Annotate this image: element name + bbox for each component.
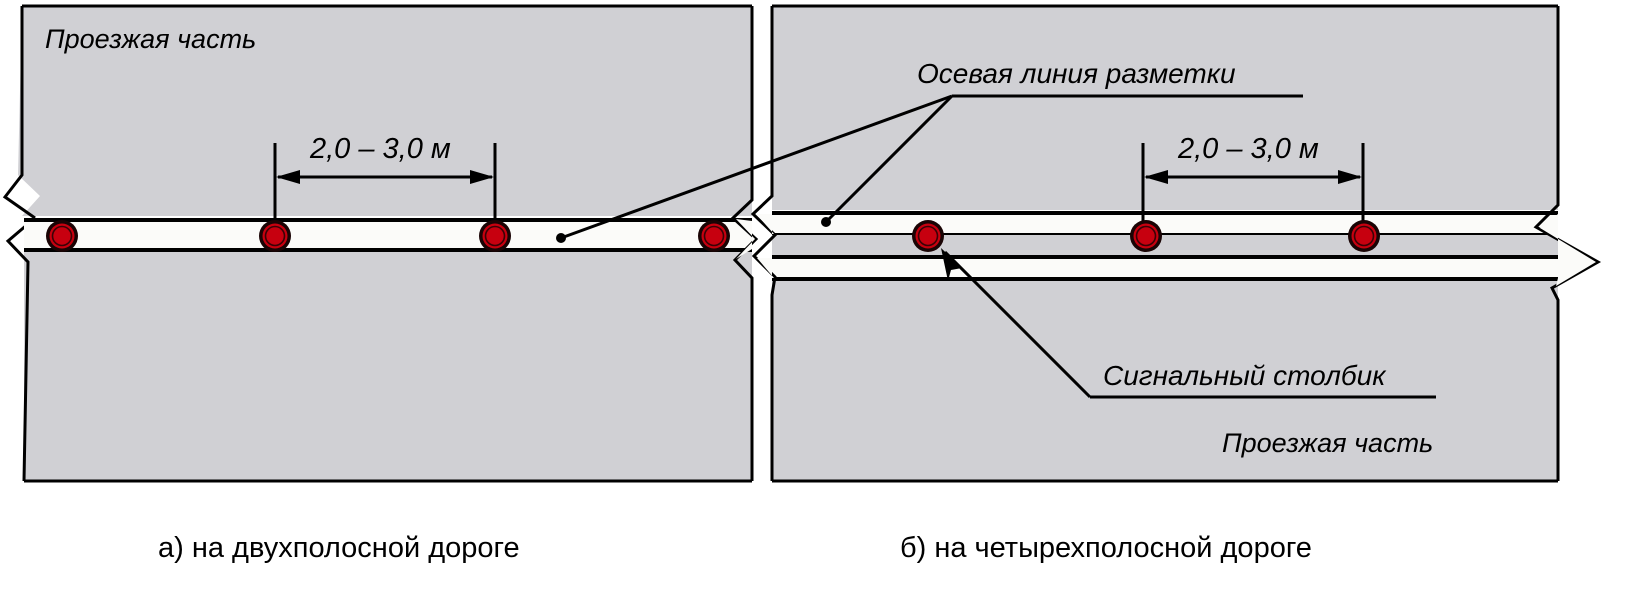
panel-b-pavement-label: Проезжая часть (1222, 428, 1433, 458)
bollard-marker (1348, 220, 1380, 252)
panel-b-marking-band-lower (772, 257, 1558, 279)
callout-bollard-arrowhead (941, 248, 962, 281)
panel-a-marking-band (24, 220, 752, 250)
callout-bollard: Сигнальный столбик (941, 248, 1436, 399)
caption-panel-b: б) на четырехполосной дороге (900, 532, 1312, 564)
caption-panel-a: а) на двухполосной дороге (158, 532, 520, 564)
panel-a-pavement-label: Проезжая часть (45, 24, 256, 54)
bollard-marker (1130, 220, 1162, 252)
panel-a-lower-left-break (5, 216, 36, 482)
callout-bollard-leader (943, 250, 1092, 399)
panel-a-bollards (46, 220, 730, 252)
panel-b-dim-arrow-right (1338, 170, 1362, 184)
panel-a-dim-arrow-right (470, 170, 494, 184)
panel-a-dim-arrow-left (276, 170, 300, 184)
panel-a-pavement-lower (24, 252, 752, 481)
callout-axis-leader-dot-b (821, 217, 831, 227)
panel-a-pavement-upper (18, 6, 752, 216)
bollard-marker (479, 220, 511, 252)
panel-b-marking-band-upper (772, 213, 1558, 235)
panel-b-pavement-lower (772, 281, 1558, 481)
panel-b-bollards (912, 220, 1380, 252)
panel-b-dimension-text: 2,0 – 3,0 м (1177, 133, 1319, 165)
panel-a-upper-left-break (2, 6, 36, 220)
bollard-marker (259, 220, 291, 252)
panel-a-right-break-fill (736, 219, 755, 259)
panel-b-right-break (1533, 6, 1602, 481)
callout-bollard-label: Сигнальный столбик (1103, 360, 1387, 391)
panel-b: 2,0 – 3,0 м Проезжая часть Осевая (556, 4, 1602, 483)
callout-axis-line: Осевая линия разметки (556, 58, 1303, 243)
bollard-marker (46, 220, 78, 252)
bollard-marker (912, 220, 944, 252)
callout-axis-leader-to-a (560, 94, 953, 240)
panel-b-left-break-fill-lower (757, 258, 774, 278)
panel-b-left-break (750, 6, 778, 481)
panel-b-median-strip (772, 235, 1558, 257)
callout-axis-leader-to-b (824, 94, 954, 224)
bollard-marker (698, 220, 730, 252)
panel-b-dim-arrow-left (1144, 170, 1168, 184)
callout-axis-leader-dot-a (556, 233, 566, 243)
panel-a-dimension-text: 2,0 – 3,0 м (309, 133, 451, 165)
panel-b-left-break-fill-upper (756, 214, 774, 234)
panel-a-right-break (730, 6, 759, 481)
panel-a: 2,0 – 3,0 м Проезжая часть (2, 4, 759, 483)
callout-axis-line-label: Осевая линия разметки (917, 58, 1236, 89)
panel-b-right-break-fill (1540, 214, 1596, 286)
